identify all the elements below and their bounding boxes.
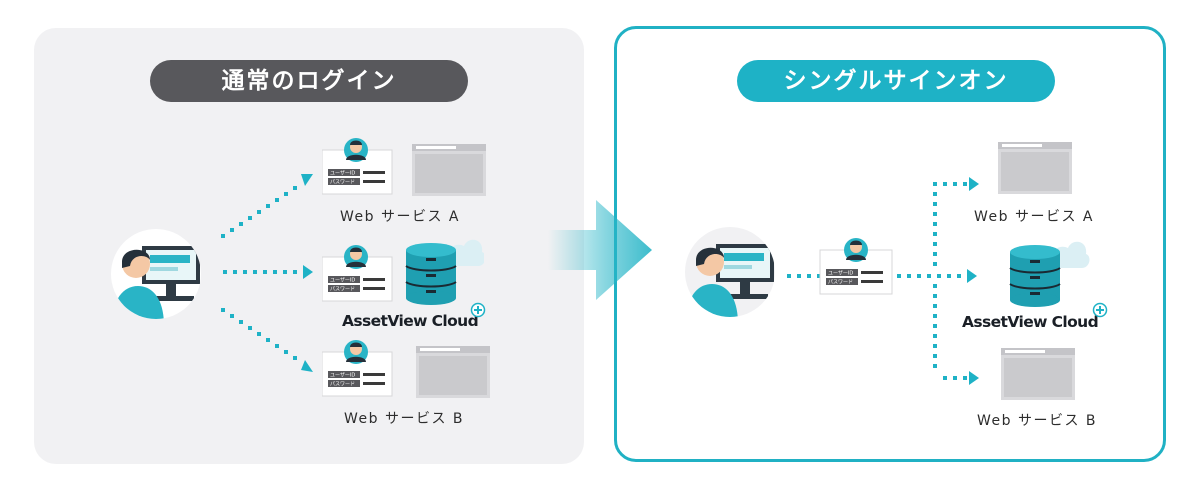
web-service-a-label: Web サービス A	[340, 209, 460, 225]
user-at-computer-icon	[111, 229, 201, 319]
svg-text:パスワード: パスワード	[330, 180, 355, 186]
svg-text:ユーザーID: ユーザーID	[330, 373, 355, 379]
normal-login-arrows	[221, 174, 313, 372]
sso-assetview-database-cloud-icon	[1009, 241, 1090, 307]
svg-text:ユーザーID: ユーザーID	[828, 271, 853, 277]
web-service-b-label: Web サービス B	[344, 411, 465, 427]
assetview-cloud-logo-left: AssetView Cloud	[342, 312, 479, 330]
sso-user-at-computer-icon	[685, 227, 775, 317]
svg-text:パスワード: パスワード	[330, 287, 355, 293]
login-form-b: ユーザーID パスワード	[322, 340, 393, 397]
web-service-b-window	[416, 346, 490, 398]
web-service-a-window	[412, 144, 486, 196]
sso-connector-arrows	[787, 177, 979, 385]
sso-web-service-b-label: Web サービス B	[976, 413, 1098, 429]
sso-web-service-b-window	[1001, 348, 1075, 400]
plus-badge-icon	[470, 302, 486, 318]
sso-web-service-a-window	[998, 142, 1072, 194]
svg-text:ユーザーID: ユーザーID	[330, 171, 355, 177]
sso-title: シングルサインオン	[737, 60, 1055, 102]
svg-text:パスワード: パスワード	[828, 280, 853, 286]
normal-login-title: 通常のログイン	[150, 60, 468, 102]
svg-text:パスワード: パスワード	[330, 382, 355, 388]
sso-web-service-a-label: Web サービス A	[974, 209, 1094, 225]
assetview-database-cloud-icon	[405, 239, 484, 305]
login-form-a: ユーザーID パスワード	[322, 138, 393, 195]
sso-login-form: ユーザーID パスワード	[819, 238, 893, 295]
svg-text:ユーザーID: ユーザーID	[330, 278, 355, 284]
assetview-cloud-logo-right: AssetView Cloud	[962, 313, 1099, 331]
transition-arrow-icon	[548, 200, 652, 300]
login-form-assetview: ユーザーID パスワード	[322, 245, 393, 302]
sso-plus-badge-icon	[1092, 302, 1108, 318]
